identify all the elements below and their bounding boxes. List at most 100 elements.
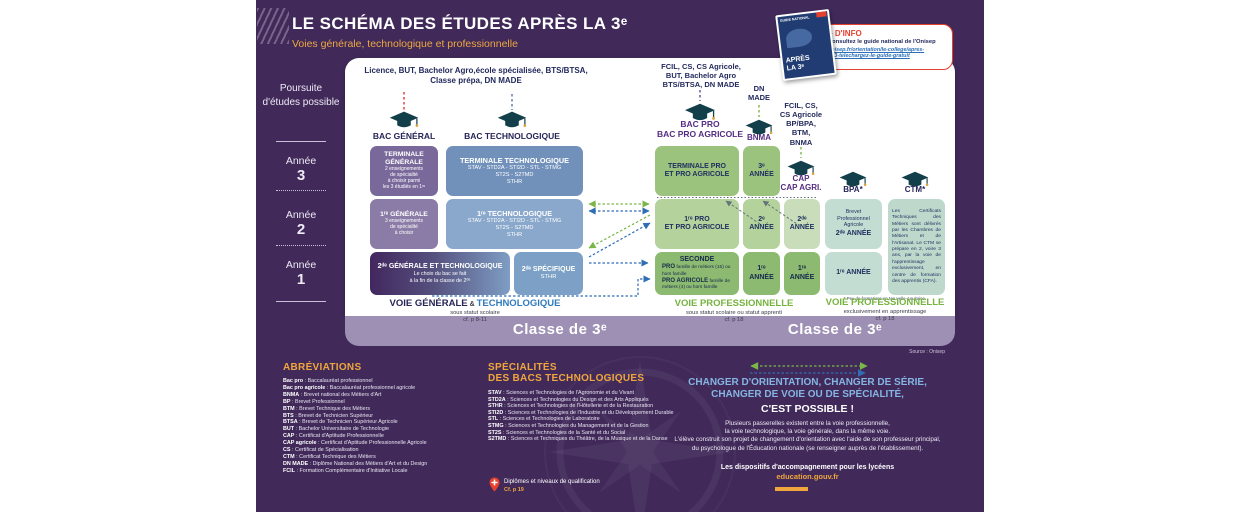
abbr-def: : Formation Complémentaire d'Initiative … bbox=[294, 467, 408, 474]
specialite-item: STL : Sciences et Technologies de Labora… bbox=[488, 416, 693, 423]
year-3-num: 3 bbox=[296, 167, 306, 184]
box-ctm: Les Certificats Techniques des Métiers s… bbox=[888, 199, 945, 295]
spec-def: : Sciences et Technologies du Management… bbox=[503, 422, 649, 429]
note-pro-poursuite: FCIL, CS, CS Agricole, BUT, Bachelor Agr… bbox=[661, 62, 741, 90]
abbreviation-item: BUT : Bachelor Universitaire de Technolo… bbox=[283, 426, 483, 433]
abbreviation-item: FCIL : Formation Complémentaire d'Initia… bbox=[283, 468, 483, 475]
box-terminale-pro: TERMINALE PRO ET PRO AGRICOLE bbox=[655, 146, 739, 196]
divider-dotted bbox=[276, 190, 326, 191]
guide-cover-label: GUIDE NATIONAL bbox=[779, 15, 810, 23]
abbr-term: DN MADE bbox=[283, 460, 309, 467]
specialite-item: STHR : Sciences et Technologies de l'Hôt… bbox=[488, 403, 693, 410]
box-bnma-annee-3: 3ᵉ ANNÉE bbox=[743, 146, 780, 196]
legend-page-ref: Cf. p 19 bbox=[504, 487, 524, 493]
abbr-term: FCIL bbox=[283, 467, 295, 474]
abbr-def: : Baccalauréat professionnel bbox=[303, 378, 373, 384]
box-premiere-technologique: 1ʳᵉ TECHNOLOGIQUE STAV - STD2A - STI2D -… bbox=[446, 199, 583, 249]
year-2-num: 2 bbox=[296, 221, 306, 238]
box-body: Le choix du bac se fait à la fin de la c… bbox=[409, 271, 471, 284]
box-body: STHR bbox=[540, 274, 557, 281]
box-title: 2ᵈᵉ GÉNÉRALE ET TECHNOLOGIQUE bbox=[377, 263, 503, 271]
box-title: 1ʳᵉ TECHNOLOGIQUE bbox=[476, 208, 553, 218]
footer-voie-generale-technologique: VOIE GÉNÉRALE & TECHNOLOGIQUE sous statu… bbox=[355, 298, 595, 324]
guide-cover-art bbox=[785, 27, 814, 49]
changer-paragraph: Plusieurs passerelles existent entre la … bbox=[674, 420, 941, 452]
abbr-def: : Bachelor Universitaire de Technologie bbox=[294, 426, 389, 433]
abbr-term: BTSA bbox=[283, 419, 298, 426]
abbreviation-item: BP : Brevet Professionnel bbox=[283, 399, 483, 406]
spec-term: STD2A bbox=[488, 396, 506, 403]
box-bnma-annee-2: 2ᵉ ANNÉE bbox=[743, 199, 780, 249]
degree-bac-pro: BAC PRO BAC PRO AGRICOLE bbox=[656, 119, 744, 139]
footer-voie-pro-scolaire: VOIE PROFESSIONNELLE sous statut scolair… bbox=[634, 298, 834, 324]
box-body: STAV - STD2A - STI2D - STL - STMG ST2S -… bbox=[467, 165, 562, 185]
box-seconde-generale-technologique: 2ᵈᵉ GÉNÉRALE ET TECHNOLOGIQUE Le choix d… bbox=[370, 252, 510, 295]
divider bbox=[276, 301, 326, 302]
info-title: + D'INFO bbox=[828, 29, 862, 38]
box-cap-annee-2: 2ᵈᵉ ANNÉE bbox=[784, 199, 820, 249]
box-bnma-annee-1: 1ʳᵉ ANNÉE bbox=[743, 252, 780, 295]
box-body: Brevet Professionnel Agricole bbox=[837, 209, 870, 229]
spec-def: : Sciences et Technologies de Laboratoir… bbox=[498, 416, 600, 423]
seconde-pro-term: PRO bbox=[662, 264, 676, 271]
seconde-pro-agricole-line: PRO AGRICOLE famille de métiers (4) ou h… bbox=[657, 278, 737, 291]
page-marker bbox=[775, 487, 808, 491]
info-text: Consultez le guide national de l'Onisep bbox=[828, 39, 936, 45]
page-ref: cf. p 8-11 bbox=[463, 317, 487, 324]
abbreviation-item: CTM : Certificat Technique des Métiers bbox=[283, 454, 483, 461]
abbreviation-item: BTS : Brevet de Technicien Supérieur bbox=[283, 413, 483, 420]
abbreviations-heading: ABRÉVIATIONS bbox=[283, 362, 362, 373]
degree-bac-technologique: BAC TECHNOLOGIQUE bbox=[464, 131, 560, 141]
page-ref: cf. p 18 bbox=[724, 317, 744, 324]
abbr-def: : Diplôme National des Métiers d'Art et … bbox=[308, 460, 428, 467]
specialite-item: S2TMD : Sciences et Techniques du Théâtr… bbox=[488, 436, 693, 443]
abbr-term: CS bbox=[283, 447, 291, 454]
onisep-guide-thumbnail: GUIDE NATIONAL APRÈS LA 3ᵉ bbox=[775, 8, 837, 82]
degree-ctm: CTM* bbox=[904, 185, 926, 194]
box-body: 2 enseignements de spécialité à choisir … bbox=[382, 166, 426, 190]
changer-orientation-section: CHANGER D'ORIENTATION, CHANGER DE SÉRIE,… bbox=[655, 377, 960, 481]
graduation-cap-icon bbox=[745, 119, 773, 135]
abbr-def: : Certificat d'Aptitude Professionnelle bbox=[294, 433, 384, 440]
footer-voie-pro-apprentissage: VOIE PROFESSIONNELLE exclusivement en ap… bbox=[785, 297, 985, 323]
box-cap-annee-1: 1ʳᵉ ANNÉE bbox=[784, 252, 820, 295]
statut-label: sous statut scolaire ou statut apprenti bbox=[685, 309, 783, 316]
legend-diplomes: Diplômes et niveaux de qualification bbox=[504, 479, 600, 485]
abbreviation-item: Bac pro agricole : Baccalauréat professi… bbox=[283, 385, 483, 392]
box-title: 1ʳᵉ ANNÉE bbox=[836, 269, 871, 277]
specialite-item: ST2S : Sciences et Technologies de la Sa… bbox=[488, 430, 693, 437]
onisep-guide-link[interactable]: onisep.fr/orientation/le-college/apres- … bbox=[828, 47, 925, 59]
abbr-def: : Certificat de Spécialisation bbox=[290, 447, 359, 454]
cest-possible-label: C'EST POSSIBLE ! bbox=[761, 403, 854, 415]
graduation-cap-icon bbox=[497, 111, 527, 128]
graduation-cap-icon bbox=[389, 111, 419, 128]
degree-bnma: BNMA bbox=[747, 133, 771, 142]
abbreviation-item: CAP : Certificat d'Aptitude Professionne… bbox=[283, 433, 483, 440]
compass-watermark bbox=[548, 360, 732, 515]
abbreviation-item: CAP agricole : Certificat d'Aptitude Pro… bbox=[283, 440, 483, 447]
sidebar-title: Poursuite d'études possible bbox=[262, 83, 340, 108]
abbr-term: CTM bbox=[283, 453, 295, 460]
abbr-term: Bac pro bbox=[283, 378, 304, 384]
year-1-word: Année bbox=[285, 259, 317, 271]
box-premiere-pro: 1ʳᵉ PRO ET PRO AGRICOLE bbox=[655, 199, 739, 249]
abbreviation-item: BTM : Brevet Technique des Métiers bbox=[283, 406, 483, 413]
box-title: 2ᵈᵉ ANNÉE bbox=[835, 230, 872, 238]
education-gouv-link[interactable]: education.gouv.fr bbox=[776, 471, 839, 481]
graduation-cap-icon bbox=[787, 160, 815, 176]
abbr-term: CAP agricole bbox=[283, 440, 317, 447]
degree-bpa: BPA* bbox=[843, 185, 863, 194]
voie-professionnelle-label: VOIE PROFESSIONNELLE bbox=[825, 297, 945, 308]
specialites-heading-1: SPÉCIALITÉS bbox=[488, 362, 557, 373]
abbr-def: : Brevet de Technicien Supérieur Agricol… bbox=[297, 419, 398, 426]
degree-cap: CAP CAP AGRI. bbox=[780, 174, 822, 192]
note-cap-poursuite: FCIL, CS, CS Agricole BP/BPA, BTM, BNMA bbox=[779, 101, 823, 147]
page-ref: cf. p 18 bbox=[875, 316, 895, 323]
spec-term: STMG bbox=[488, 422, 504, 429]
abbreviation-item: Bac pro : Baccalauréat professionnel bbox=[283, 378, 483, 385]
box-title: SECONDE bbox=[679, 255, 715, 263]
source-credit: Source : Onisep bbox=[909, 349, 945, 355]
year-1-num: 1 bbox=[296, 271, 306, 288]
abbreviation-item: BNMA : Brevet national des Métiers d'Art bbox=[283, 392, 483, 399]
